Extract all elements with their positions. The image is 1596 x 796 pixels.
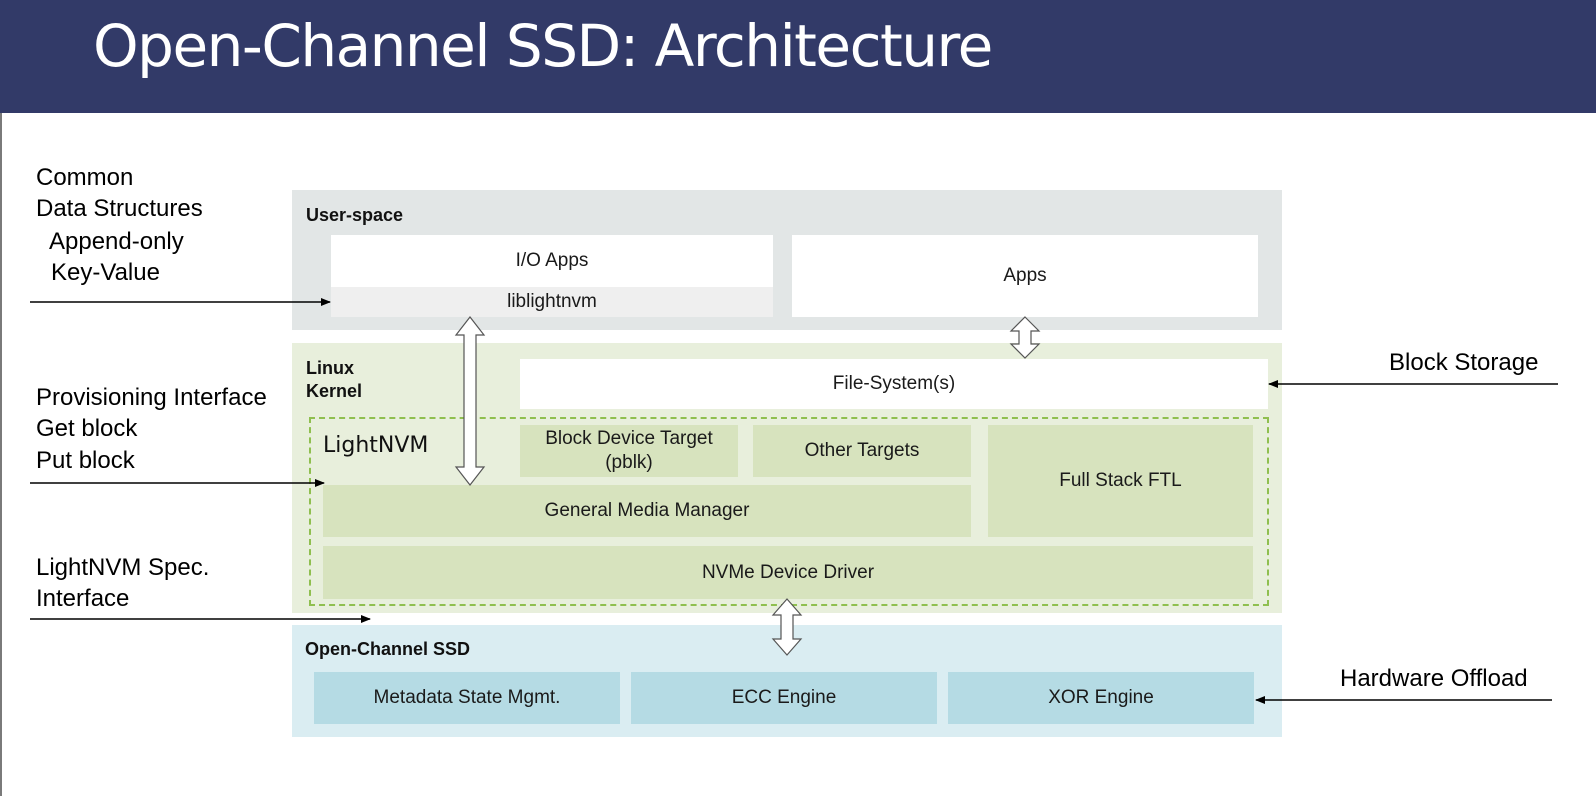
annotation-key-value: Key-Value (51, 259, 160, 286)
annotation-data-structures: Data Structures (36, 195, 203, 222)
annotation-lightnvm-spec: LightNVM Spec. (36, 554, 210, 581)
liblightnvm-box: liblightnvm (331, 287, 773, 317)
annotation-interface: Interface (36, 585, 130, 612)
double-arrow-apps-to-file-system (1009, 316, 1041, 359)
annotation-block-storage: Block Storage (1389, 349, 1539, 376)
metadata-state-mgmt-box: Metadata State Mgmt. (314, 672, 620, 724)
double-arrow-nvme-to-ssd (771, 598, 803, 656)
annotation-append-only: Append-only (49, 228, 184, 255)
annotation-hardware-offload: Hardware Offload (1340, 665, 1528, 692)
block-device-target-line2: (pblk) (605, 452, 653, 473)
other-targets-box: Other Targets (753, 425, 971, 477)
user-space-label: User-space (306, 205, 404, 225)
annotation-get-block: Get block (36, 415, 138, 442)
io-apps-box: I/O Apps (331, 235, 773, 287)
linux-kernel-label-line1: Linux (306, 358, 354, 378)
lightnvm-label: LightNVM (323, 433, 429, 458)
apps-box: Apps (792, 235, 1258, 317)
annotation-provisioning-interface: Provisioning Interface (36, 384, 267, 411)
block-device-target-box: Block Device Target (pblk) (520, 425, 738, 477)
annotation-common: Common (36, 164, 134, 191)
file-system-box: File-System(s) (520, 359, 1268, 409)
title-bar (0, 0, 1596, 113)
xor-engine-box: XOR Engine (948, 672, 1254, 724)
annotation-put-block: Put block (36, 447, 135, 474)
slide-left-edge (0, 113, 2, 796)
full-stack-ftl-box: Full Stack FTL (988, 425, 1253, 537)
general-media-manager-box: General Media Manager (323, 485, 971, 537)
nvme-device-driver-box: NVMe Device Driver (323, 546, 1253, 599)
ecc-engine-box: ECC Engine (631, 672, 937, 724)
block-device-target-line1: Block Device Target (545, 428, 713, 449)
double-arrow-liblightnvm-to-media-manager (454, 316, 486, 486)
slide-title: Open-Channel SSD: Architecture (93, 12, 993, 80)
linux-kernel-label-line2: Kernel (306, 381, 363, 401)
open-channel-ssd-label: Open-Channel SSD (305, 639, 471, 659)
